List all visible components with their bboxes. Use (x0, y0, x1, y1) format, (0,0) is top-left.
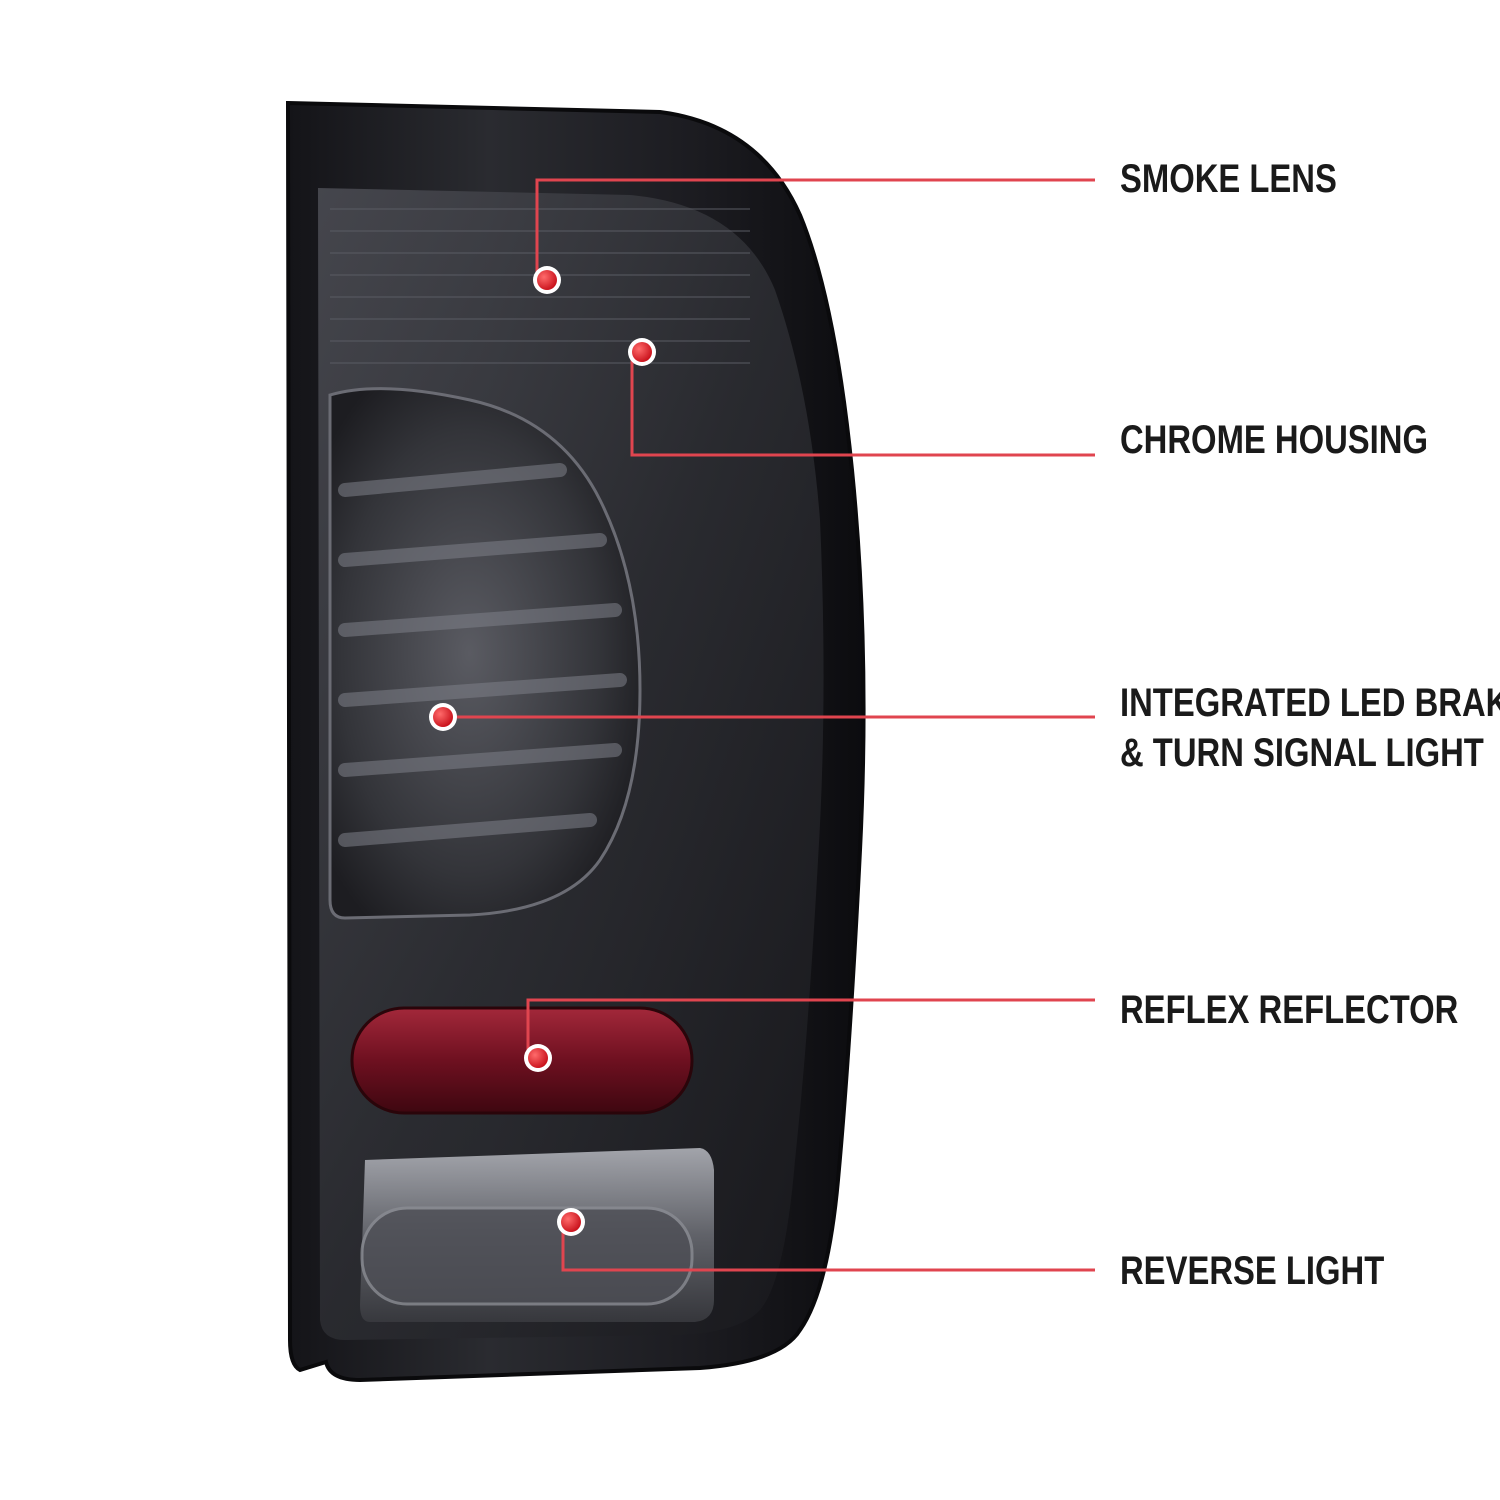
callout-dot-reverse-light (561, 1212, 581, 1232)
callout-label-reflex-reflector: REFLEX REFLECTOR (1120, 985, 1458, 1035)
label-line: REFLEX REFLECTOR (1120, 988, 1459, 1032)
label-line: SMOKE LENS (1120, 157, 1337, 201)
label-line: INTEGRATED LED BRAKE (1120, 681, 1500, 725)
callout-label-led-brake: INTEGRATED LED BRAKE & TURN SIGNAL LIGHT (1120, 678, 1500, 778)
tail-light (285, 100, 866, 1383)
callout-dot-smoke-lens (537, 270, 557, 290)
reverse-light-inner (360, 1206, 694, 1306)
callout-label-smoke-lens: SMOKE LENS (1120, 154, 1337, 204)
callout-dot-chrome-housing (632, 342, 652, 362)
callouts (429, 178, 1095, 1272)
reflex-reflector-lens (350, 1006, 694, 1115)
led-cluster (328, 387, 642, 920)
callout-label-chrome-housing: CHROME HOUSING (1120, 415, 1428, 465)
callout-dot-reflex-reflector (528, 1048, 548, 1068)
callout-dot-led-brake (433, 707, 453, 727)
label-line: & TURN SIGNAL LIGHT (1120, 731, 1484, 775)
label-line: CHROME HOUSING (1120, 418, 1428, 462)
callout-label-reverse-light: REVERSE LIGHT (1120, 1246, 1384, 1296)
label-line: REVERSE LIGHT (1120, 1249, 1385, 1293)
led-rows (338, 463, 627, 847)
